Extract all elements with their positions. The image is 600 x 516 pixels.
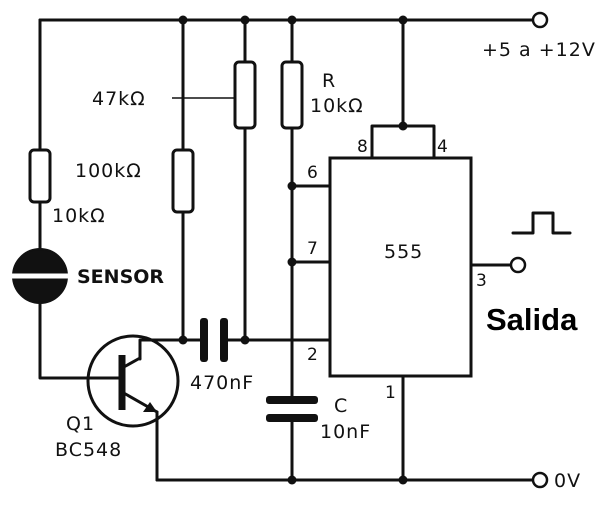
- junction-dot: [240, 15, 250, 25]
- resistor-47k-label: 47kΩ: [92, 88, 146, 110]
- ic-pin-8: 8: [357, 137, 368, 157]
- ground-terminal: [531, 471, 549, 489]
- capacitor-470nf-label: 470nF: [190, 372, 254, 394]
- resistor-10k-sensor-label: 10kΩ: [52, 205, 106, 227]
- supply-rail: [38, 18, 535, 152]
- transistor-q1: [86, 334, 180, 482]
- resistor-47k: [233, 60, 257, 130]
- resistor-r-value: 10kΩ: [310, 95, 364, 117]
- junction-dot: [398, 15, 408, 25]
- junction-dot: [287, 257, 297, 267]
- ic-pin-7: 7: [307, 239, 318, 259]
- sensor-ldr: [6, 248, 74, 304]
- resistor-100k-label: 100kΩ: [75, 160, 142, 182]
- capacitor-c-name: C: [334, 395, 348, 417]
- resistor-100k: [171, 148, 195, 214]
- output-label: Salida: [486, 302, 578, 337]
- ic-pin-1: 1: [385, 383, 396, 403]
- output-pulse-icon: [511, 211, 572, 235]
- junction-dot: [287, 181, 297, 191]
- capacitor-470nf: [200, 318, 228, 362]
- junction-dot: [178, 335, 188, 345]
- junction-dot: [178, 15, 188, 25]
- supply-label: +5 a +12V: [482, 39, 596, 61]
- junction-dot: [287, 475, 297, 485]
- ic-pin-2: 2: [307, 345, 318, 365]
- junction-dot: [398, 121, 408, 131]
- junction-dot: [287, 15, 297, 25]
- ic-name: 555: [384, 241, 423, 263]
- transistor-part: BC548: [55, 439, 122, 461]
- sensor-label: SENSOR: [77, 266, 164, 288]
- ic-pin-3: 3: [476, 271, 487, 291]
- junction-dot: [398, 475, 408, 485]
- supply-terminal: [531, 11, 549, 29]
- junction-dot: [240, 335, 250, 345]
- transistor-ref: Q1: [66, 413, 95, 435]
- ic-555: [328, 156, 473, 378]
- capacitor-c-value: 10nF: [320, 421, 371, 443]
- ic-pin-4: 4: [437, 137, 448, 157]
- output-terminal: [509, 256, 527, 274]
- ic-pin-6: 6: [307, 163, 318, 183]
- capacitor-c-10nf: [266, 396, 318, 422]
- ground-label: 0V: [554, 470, 581, 492]
- resistor-r-name: R: [322, 70, 336, 92]
- resistor-10k-sensor: [28, 148, 52, 204]
- resistor-r-10k: [280, 60, 304, 130]
